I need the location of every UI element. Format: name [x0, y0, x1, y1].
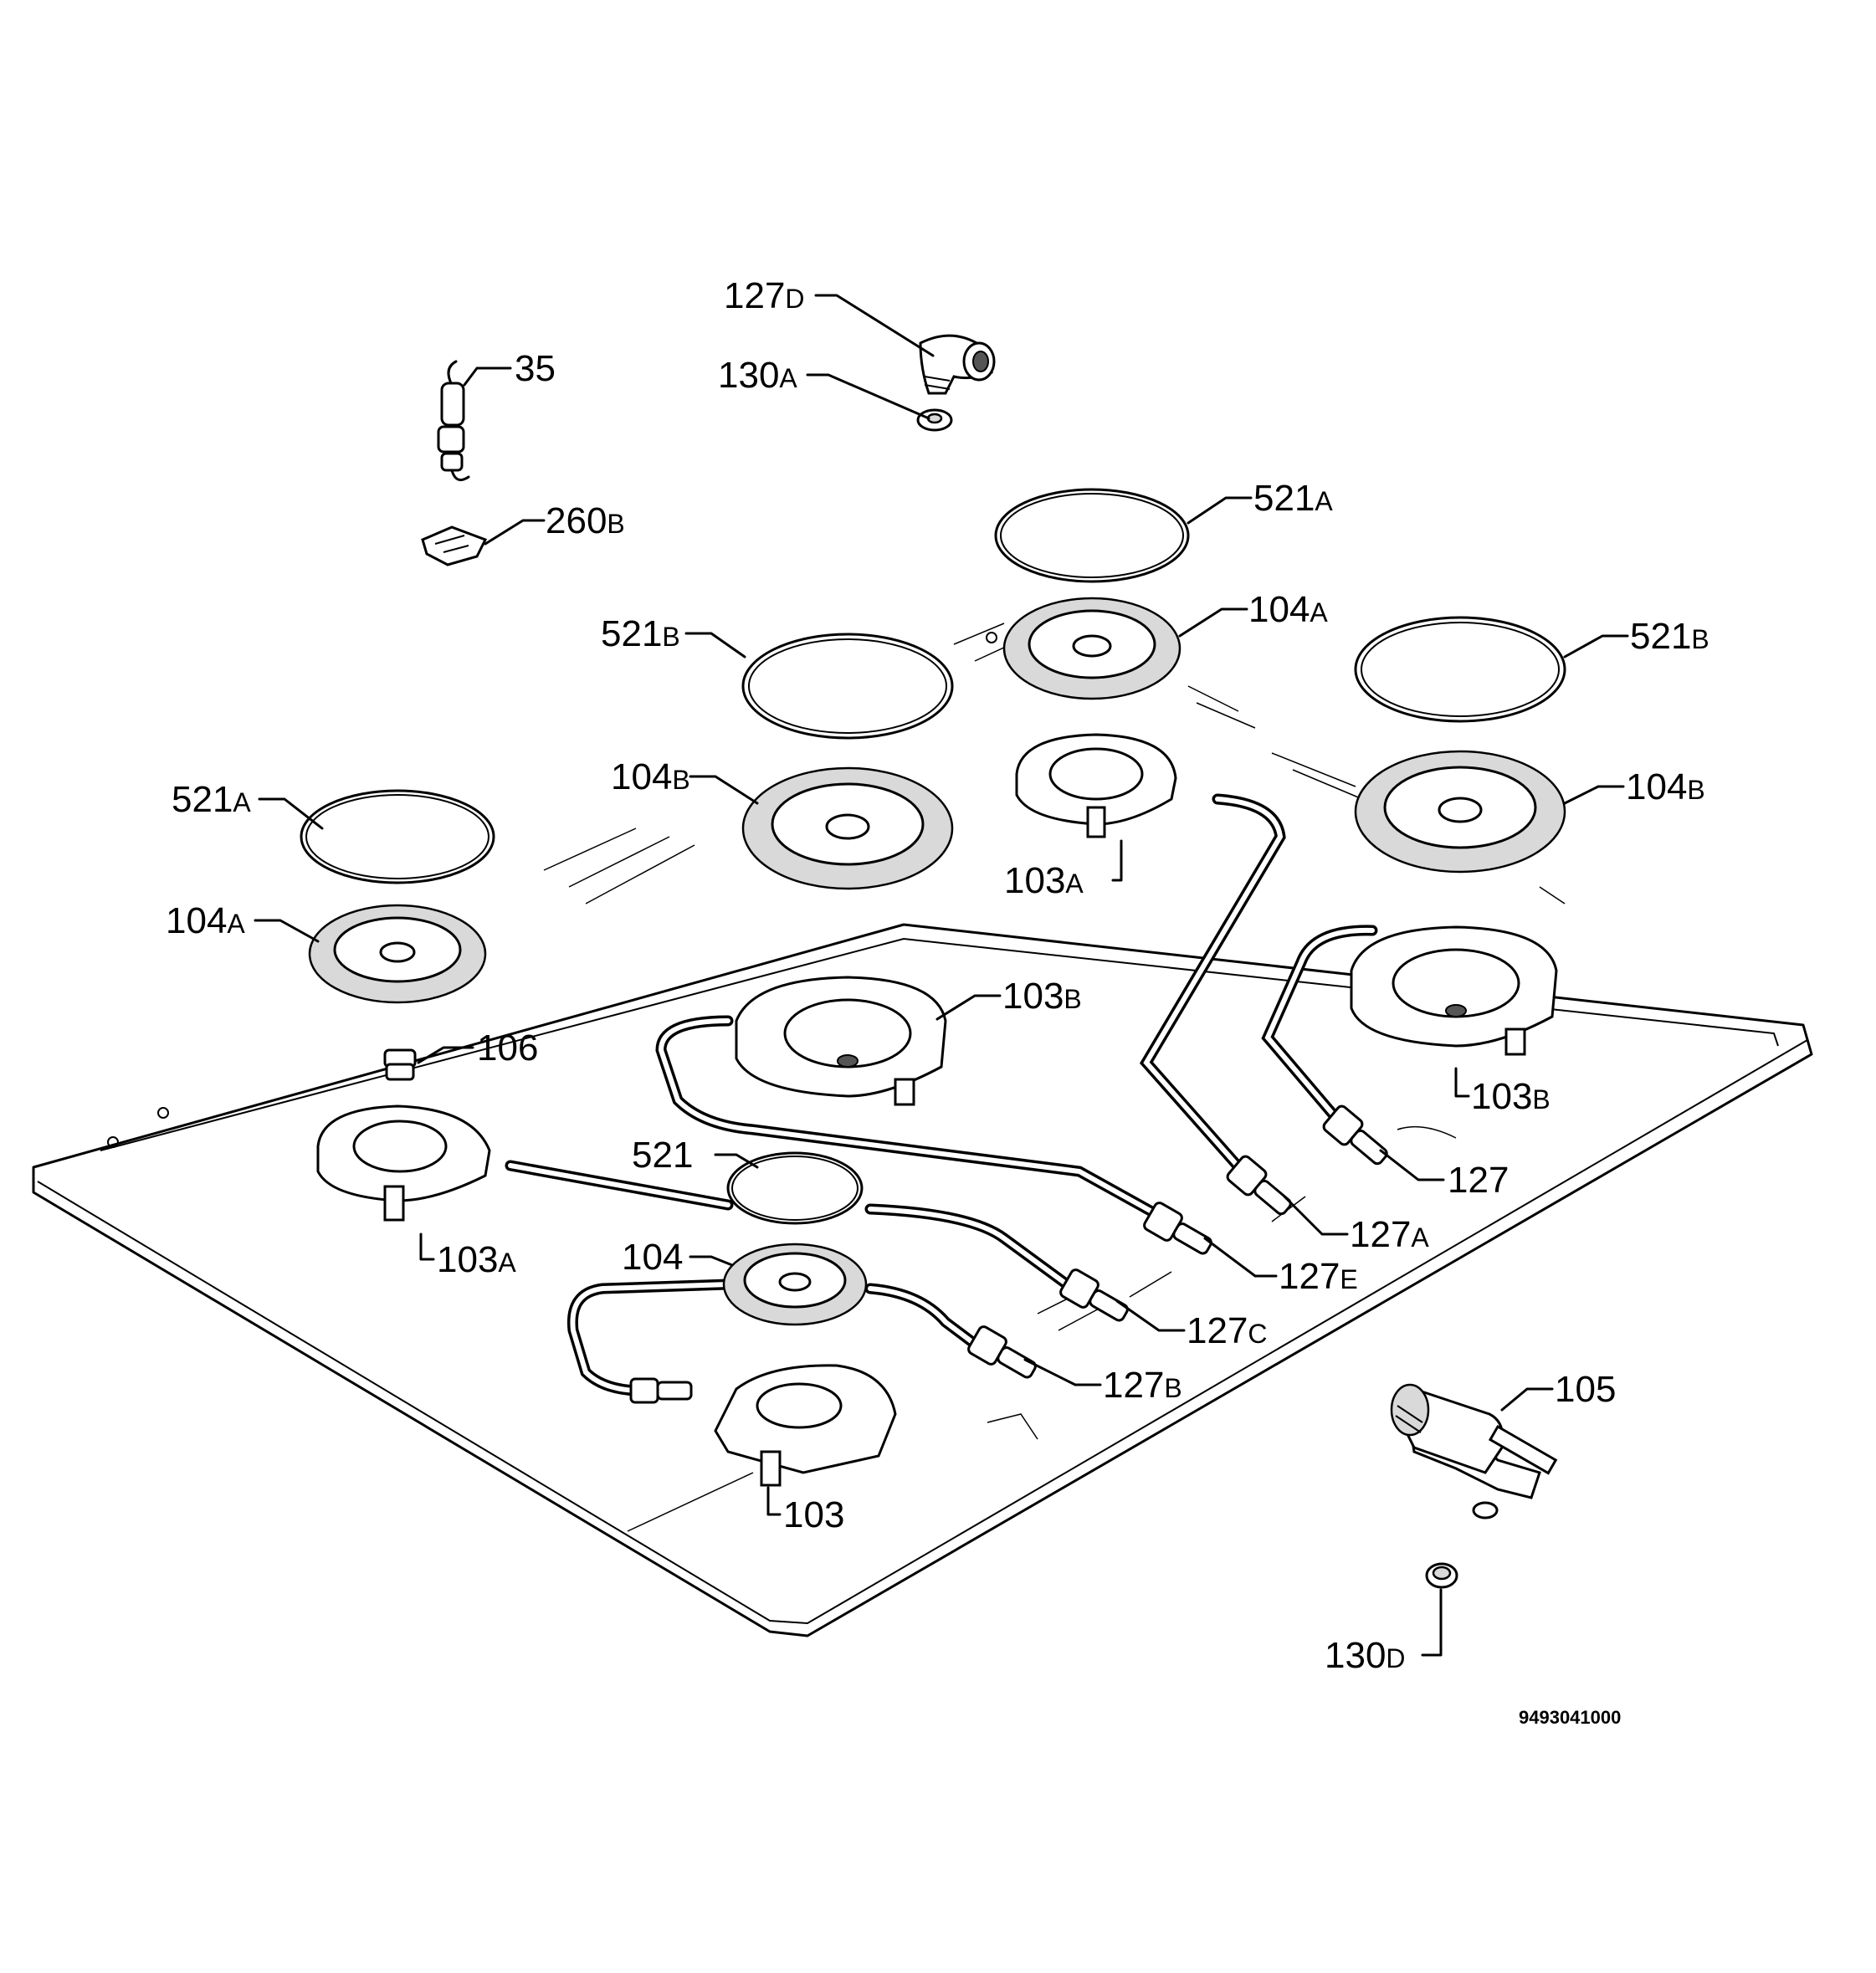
- callout-127c: 127C: [1187, 1310, 1268, 1351]
- callout-104b-right: 104B: [1626, 766, 1705, 807]
- callout-103b-center: 103B: [1002, 976, 1082, 1017]
- callout-104a-top: 104A: [1248, 589, 1328, 630]
- clip-260b: [421, 525, 488, 566]
- callout-260b: 260B: [546, 500, 625, 541]
- callout-104: 104: [622, 1237, 683, 1278]
- callout-103: 103: [783, 1494, 844, 1535]
- gas-pipes: [505, 793, 1378, 1396]
- pipe-fittings: [629, 1104, 1388, 1404]
- callout-105: 105: [1555, 1369, 1616, 1410]
- callout-521b-right: 521B: [1630, 616, 1709, 657]
- callout-104a-left: 104A: [166, 900, 245, 941]
- ignition-electrode-35: [437, 360, 470, 482]
- burner-caps: [300, 488, 1566, 1225]
- gas-valve-105: [1390, 1383, 1558, 1519]
- callout-521a-top: 521A: [1253, 478, 1333, 519]
- callout-35: 35: [515, 348, 556, 389]
- callout-103a-left: 103A: [437, 1239, 516, 1280]
- flame-spreaders: [308, 597, 1566, 1326]
- hob-plate: [32, 623, 1813, 1637]
- callout-127b: 127B: [1103, 1365, 1182, 1406]
- elbow-fitting-127d: [919, 334, 996, 395]
- callout-labels: 127D 35 130A 260B 521A 104A 521B 521B 10…: [166, 275, 1709, 1728]
- leader-lines: [254, 294, 1629, 1657]
- callout-127e: 127E: [1279, 1256, 1358, 1297]
- callout-103b-right: 103B: [1471, 1076, 1551, 1117]
- callout-521: 521: [632, 1135, 693, 1176]
- callout-127: 127: [1448, 1160, 1509, 1201]
- callout-103a-top: 103A: [1004, 860, 1084, 901]
- washer-130a: [916, 408, 953, 432]
- nut-130d: [1425, 1562, 1458, 1589]
- callout-130a: 130A: [718, 355, 797, 396]
- callout-130d: 130D: [1325, 1635, 1406, 1676]
- callout-127d: 127D: [724, 275, 805, 316]
- callout-104b-left: 104B: [611, 756, 690, 797]
- callout-521b-left: 521B: [601, 613, 680, 654]
- callout-521a-left: 521A: [172, 779, 251, 820]
- document-number: 9493041000: [1519, 1707, 1621, 1728]
- burner-bodies: [316, 733, 1558, 1487]
- injector-106: [383, 1048, 417, 1081]
- callout-106: 106: [477, 1027, 538, 1068]
- callout-127a: 127A: [1350, 1214, 1429, 1255]
